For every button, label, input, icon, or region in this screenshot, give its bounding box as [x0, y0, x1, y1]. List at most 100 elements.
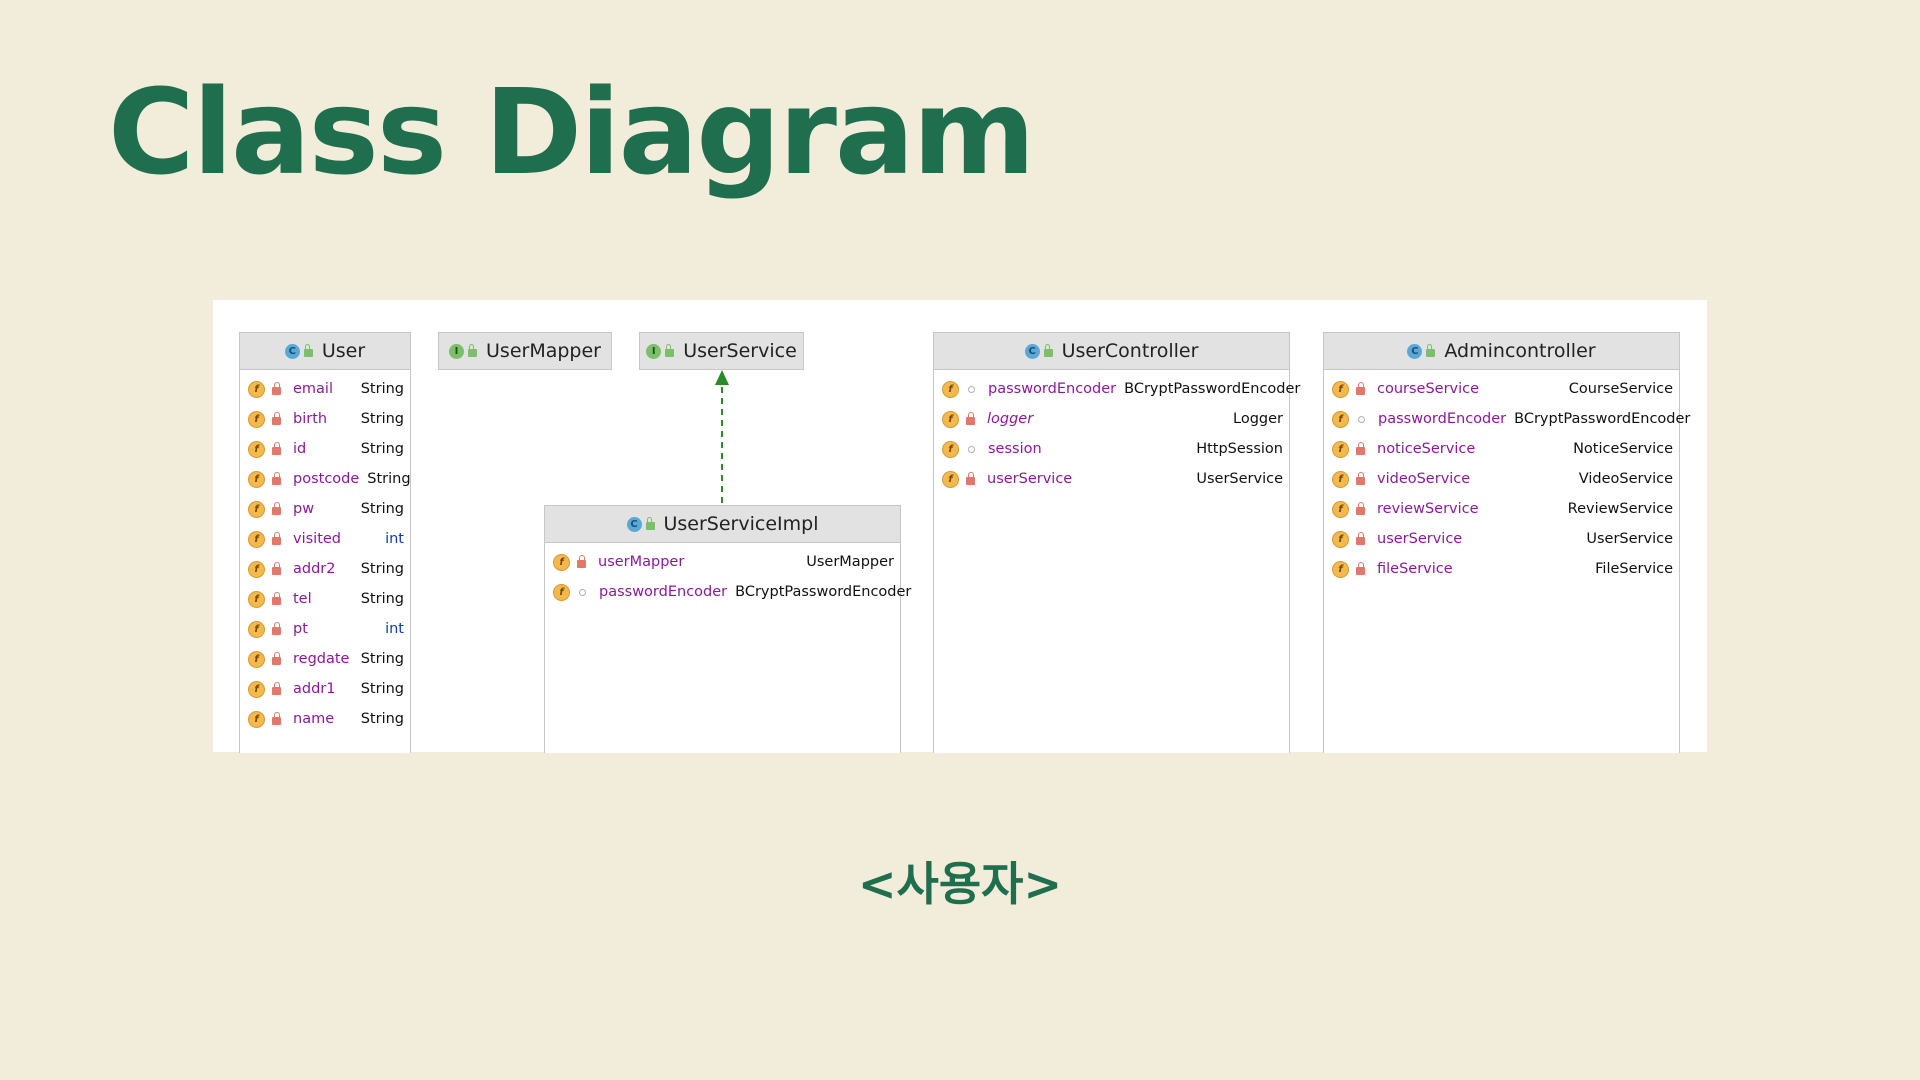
field-type: String: [367, 471, 411, 487]
field-name: id: [293, 441, 307, 457]
private-lock-icon: [1356, 382, 1365, 395]
public-visibility-icon: [1426, 344, 1436, 357]
field-name: tel: [293, 591, 312, 607]
class-kind-icon: C: [1407, 343, 1423, 359]
class-header: I UserMapper: [439, 333, 611, 369]
private-lock-icon: [1356, 442, 1365, 455]
class-header: C Admincontroller: [1324, 333, 1679, 370]
field-type: CourseService: [1568, 381, 1673, 397]
class-kind-icon: C: [626, 516, 642, 532]
class-admincontroller[interactable]: C Admincontroller f courseService CourseSe…: [1323, 332, 1690, 753]
field-type: int: [385, 531, 404, 547]
field-icon: f: [942, 380, 959, 398]
field-type: String: [360, 651, 404, 667]
private-lock-icon: [272, 712, 281, 725]
field-type: String: [360, 441, 404, 457]
field-name: addr2: [293, 561, 336, 577]
field-name: reviewService: [1377, 501, 1479, 517]
package-private-icon: [968, 445, 975, 453]
field-name: email: [293, 381, 333, 397]
field-name: session: [988, 441, 1042, 457]
field-icon: f: [248, 620, 265, 638]
field-type: Logger: [1233, 411, 1283, 427]
interface-kind-icon: I: [646, 343, 662, 359]
private-lock-icon: [1356, 472, 1365, 485]
field-name: passwordEncoder: [1378, 411, 1507, 427]
field-row: f postcode String: [240, 464, 411, 494]
interface-usermapper[interactable]: I UserMapper: [438, 332, 612, 370]
slide-subtitle: <사용자>: [857, 857, 1063, 911]
package-private-icon: [1358, 415, 1365, 423]
field-type: String: [360, 561, 404, 577]
class-header: I UserService: [640, 333, 803, 369]
private-lock-icon: [272, 382, 281, 395]
interface-kind-icon: I: [449, 343, 465, 359]
field-type: BCryptPasswordEncoder: [735, 584, 912, 600]
field-icon: f: [1332, 380, 1349, 398]
private-lock-icon: [272, 472, 281, 485]
field-row: f addr1 String: [240, 674, 410, 704]
private-lock-icon: [272, 442, 281, 455]
field-row: f pw String: [240, 494, 410, 524]
private-lock-icon: [1356, 532, 1365, 545]
field-name: pt: [293, 621, 308, 637]
package-private-icon: [579, 588, 586, 596]
private-lock-icon: [966, 412, 975, 425]
field-icon: f: [553, 583, 570, 601]
field-icon: f: [553, 553, 570, 571]
field-type: String: [360, 681, 404, 697]
field-name: passwordEncoder: [988, 381, 1117, 397]
field-icon: f: [248, 680, 265, 698]
private-lock-icon: [272, 562, 281, 575]
interface-userservice[interactable]: I UserService: [639, 332, 804, 370]
realization-arrowhead: [715, 370, 729, 385]
field-row: f courseService CourseService: [1324, 374, 1679, 404]
public-visibility-icon: [468, 344, 478, 357]
field-name: postcode: [293, 471, 360, 487]
field-name: pw: [293, 501, 315, 517]
field-name: logger: [987, 411, 1034, 427]
field-name: noticeService: [1377, 441, 1476, 457]
field-type: String: [360, 501, 404, 517]
public-visibility-icon: [303, 344, 313, 357]
field-type: HttpSession: [1196, 441, 1283, 457]
field-row: f passwordEncoder BCryptPasswordEncoder: [934, 374, 1300, 404]
field-icon: f: [1332, 410, 1349, 428]
field-icon: f: [248, 440, 265, 458]
private-lock-icon: [577, 555, 586, 568]
field-type: int: [385, 621, 404, 637]
field-type: String: [360, 591, 404, 607]
field-type: UserService: [1586, 531, 1673, 547]
field-row: f id String: [240, 434, 410, 464]
field-icon: f: [1332, 470, 1349, 488]
class-name: UserServiceImpl: [663, 513, 819, 535]
field-icon: f: [248, 470, 265, 488]
package-private-icon: [968, 385, 975, 393]
field-type: String: [360, 711, 404, 727]
private-lock-icon: [272, 412, 281, 425]
field-name: courseService: [1377, 381, 1480, 397]
field-name: name: [293, 711, 335, 727]
field-name: visited: [293, 531, 342, 547]
field-name: addr1: [293, 681, 336, 697]
field-icon: f: [248, 500, 265, 518]
field-type: BCryptPasswordEncoder: [1124, 381, 1301, 397]
private-lock-icon: [272, 532, 281, 545]
